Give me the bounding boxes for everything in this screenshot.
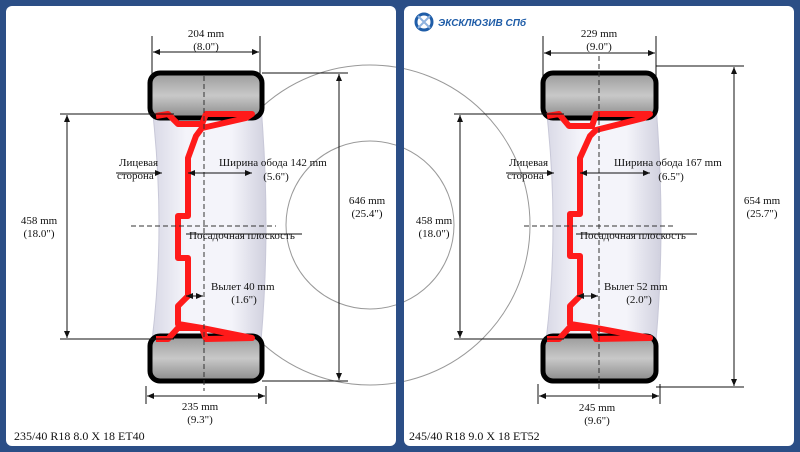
mount-plane-label: Посадочная плоскость: [189, 230, 295, 242]
right-wheel-panel: ЭКСКЛЮЗИВ СПб 229 mm (9.0") 245 mm (9.6"…: [404, 6, 794, 446]
rim-diameter-in: (18.0"): [418, 228, 449, 240]
rim-width-in: (6.5"): [658, 171, 684, 183]
face-side-label-2: сторона: [507, 170, 544, 182]
face-side-label-1: Лицевая: [509, 157, 548, 169]
rim-diameter-circle: [285, 140, 396, 310]
rim-width-mm: Ширина обода 167 mm: [614, 157, 722, 169]
offset-mm: Вылет 52 mm: [604, 281, 668, 293]
rim-diameter-mm: 458 mm: [21, 215, 58, 227]
top-width-mm: 204 mm: [188, 28, 225, 40]
rim-profile: [546, 111, 653, 342]
face-side-label-2: сторона: [117, 170, 154, 182]
outer-diameter-in: (25.4"): [351, 208, 382, 220]
tire-tread-bottom: [540, 333, 659, 384]
offset-in: (1.6"): [231, 294, 257, 306]
right-wheel-diagram: ЭКСКЛЮЗИВ СПб 229 mm (9.0") 245 mm (9.6"…: [404, 12, 781, 443]
offset-in: (2.0"): [626, 294, 652, 306]
bottom-width-mm: 235 mm: [182, 401, 219, 413]
rim-width-mm: Ширина обода 142 mm: [219, 157, 327, 169]
bottom-width-in: (9.3"): [187, 414, 213, 426]
tire-tread-bottom: [147, 333, 265, 384]
mount-plane-label: Посадочная плоскость: [580, 230, 686, 242]
bottom-width-in: (9.6"): [584, 415, 610, 427]
offset-mm: Вылет 40 mm: [211, 281, 275, 293]
rim-diameter-in: (18.0"): [23, 228, 54, 240]
tire-spec: 245/40 R18 9.0 X 18 ET52: [409, 429, 540, 443]
face-side-label-1: Лицевая: [119, 157, 158, 169]
left-wheel-diagram: 204 mm (8.0") 235 mm (9.3") 458 mm (18.0…: [14, 28, 396, 443]
outer-diameter-in: (25.7"): [746, 208, 777, 220]
brand-logo-icon: [414, 12, 434, 32]
top-width-mm: 229 mm: [581, 28, 618, 40]
outer-diameter-mm: 646 mm: [349, 195, 386, 207]
outer-diameter-mm: 654 mm: [744, 195, 781, 207]
top-width-in: (8.0"): [193, 41, 219, 53]
rim-width-in: (5.6"): [263, 171, 289, 183]
brand-logo: ЭКСКЛЮЗИВ СПб: [414, 12, 527, 32]
rim-diameter-mm: 458 mm: [416, 215, 453, 227]
left-wheel-panel: 204 mm (8.0") 235 mm (9.3") 458 mm (18.0…: [6, 6, 396, 446]
bottom-width-mm: 245 mm: [579, 402, 616, 414]
rim-profile: [155, 111, 255, 342]
brand-name: ЭКСКЛЮЗИВ СПб: [438, 17, 527, 29]
top-width-in: (9.0"): [586, 41, 612, 53]
tire-spec: 235/40 R18 8.0 X 18 ET40: [14, 429, 145, 443]
